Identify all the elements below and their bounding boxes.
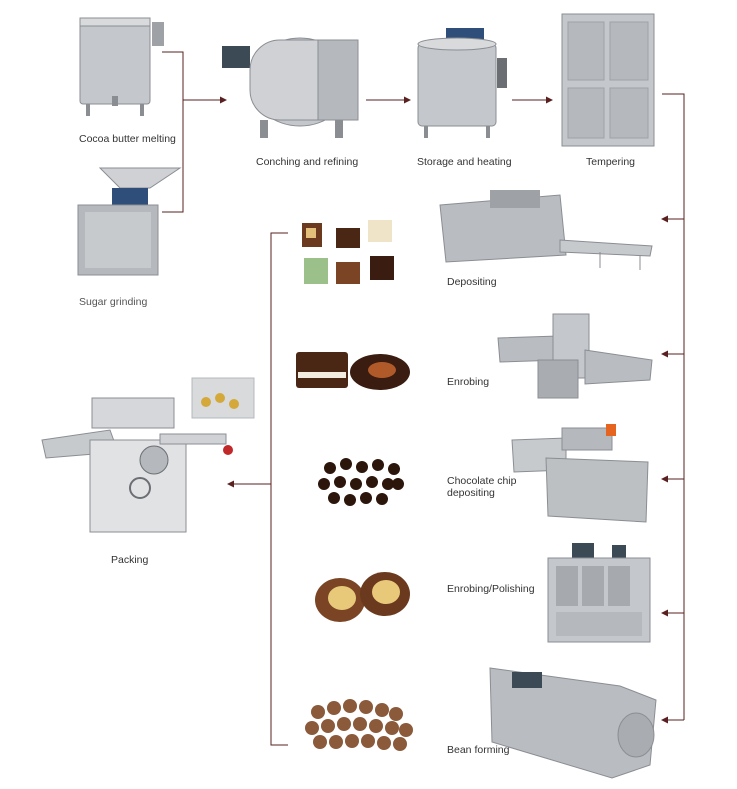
raw-bracket-line [162, 51, 184, 213]
label-packing: Packing [111, 554, 149, 566]
label-tempering: Tempering [586, 156, 636, 168]
label-storage-heating: Storage and heating [417, 156, 512, 168]
label-cocoa-butter-melting: Cocoa butter melting [79, 133, 176, 145]
label-conching-refining: Conching and refining [256, 156, 359, 168]
label-sugar-grinding: Sugar grinding [79, 296, 148, 308]
right-distribution-line [662, 93, 685, 720]
label-bean-forming: Bean forming [447, 744, 510, 756]
label-depositing: Depositing [447, 276, 497, 288]
label-enrobing-polishing: Enrobing/Polishing [447, 583, 535, 595]
label-chip-depositing-line1: Chocolate chip [447, 475, 517, 487]
product-bracket-line [270, 232, 288, 746]
label-chip-depositing-line2: depositing [447, 487, 495, 499]
label-enrobing: Enrobing [447, 376, 490, 388]
